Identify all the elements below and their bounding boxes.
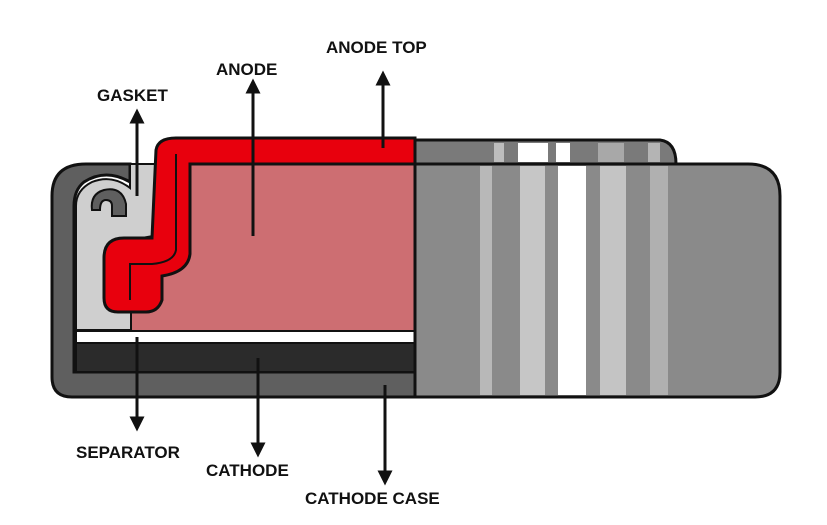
separator <box>75 330 416 344</box>
cathode-case-label: CATHODE CASE <box>305 489 440 508</box>
cathode <box>75 342 416 373</box>
gasket-label: GASKET <box>97 86 168 105</box>
exterior-stripe <box>558 166 586 395</box>
exterior-body <box>413 162 782 399</box>
anode-top-label: ANODE TOP <box>326 38 427 57</box>
gasket-lip <box>90 188 127 217</box>
separator-label: SEPARATOR <box>76 443 180 462</box>
top-cap-highlight <box>494 143 504 162</box>
cathode-label: CATHODE <box>206 461 289 480</box>
exterior-stripe <box>480 166 492 395</box>
top-cap-highlight <box>518 143 548 162</box>
exterior-stripe <box>650 166 668 395</box>
top-cap-highlight <box>648 143 660 162</box>
anode-label: ANODE <box>216 60 278 79</box>
exterior-stripe <box>600 166 626 395</box>
anode-top <box>102 136 417 314</box>
anode-top-inner-edge <box>129 154 177 300</box>
exterior-stripe <box>520 166 545 395</box>
top-cap-highlight <box>556 143 570 162</box>
top-cap-highlight <box>598 143 624 162</box>
